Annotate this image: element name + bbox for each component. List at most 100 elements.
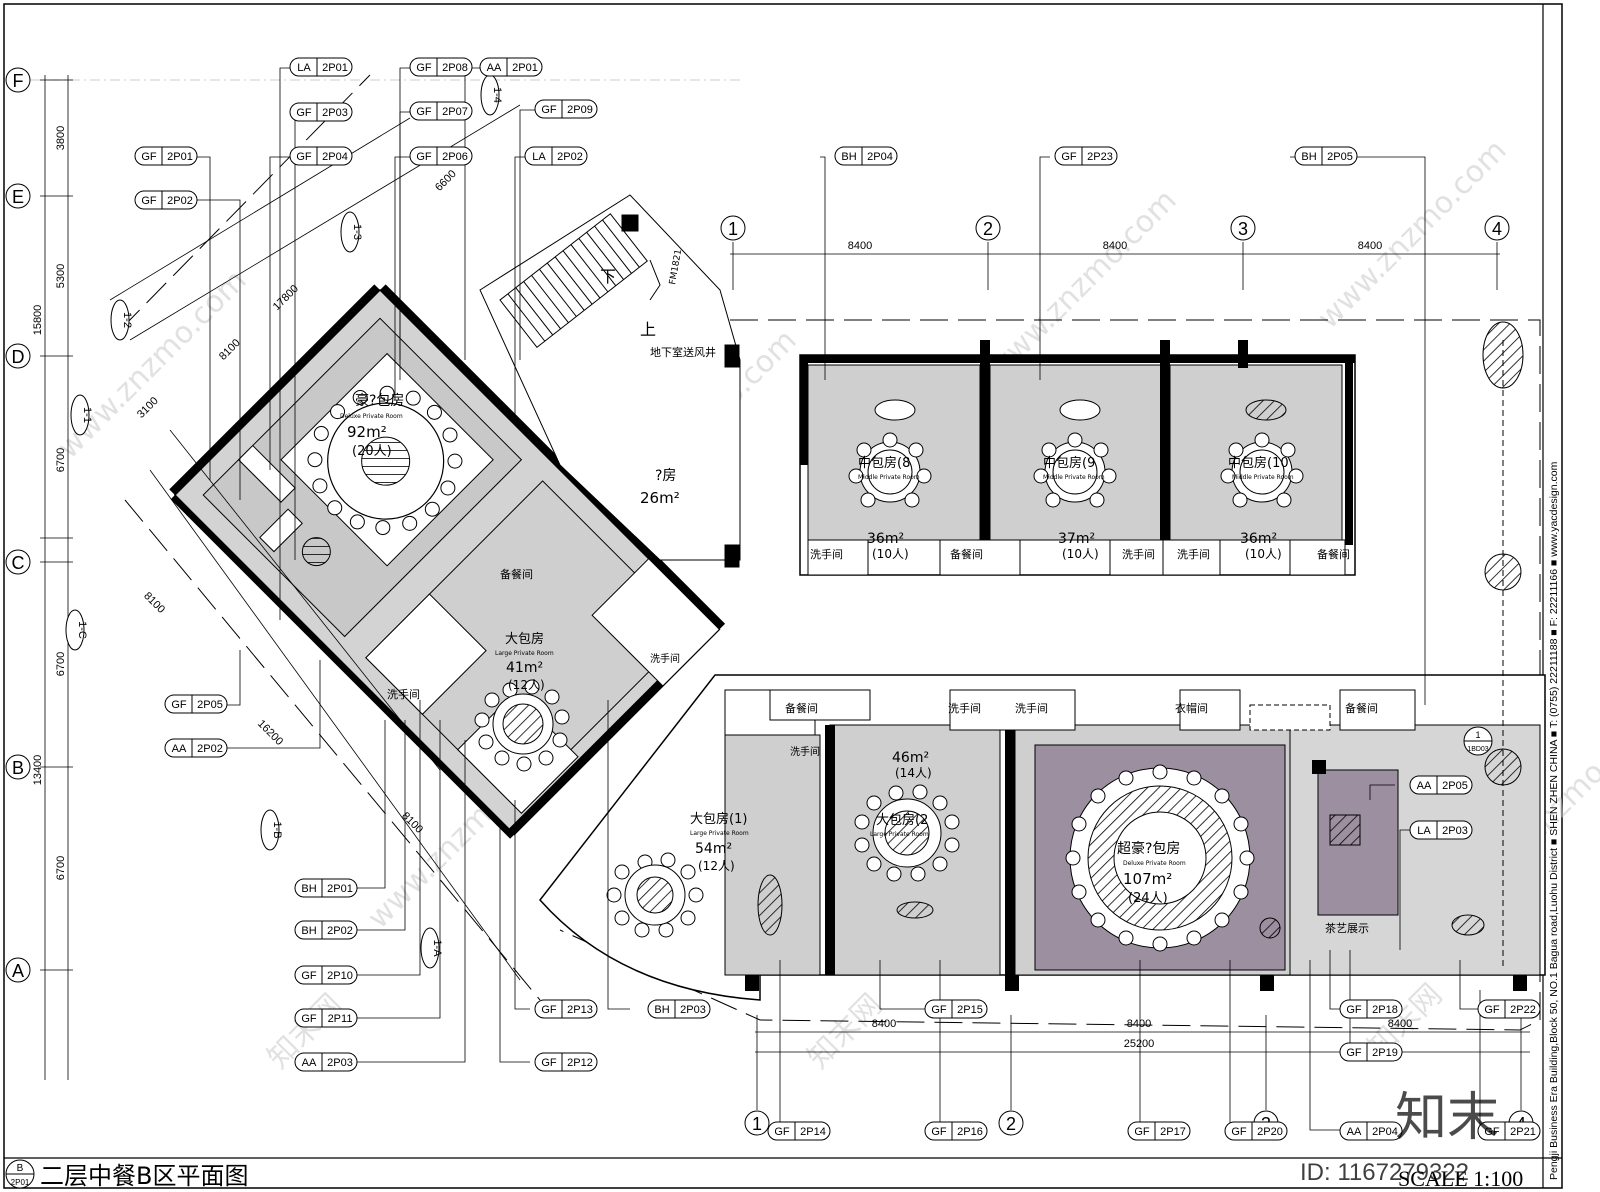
- room-en: Deluxe Private Room: [1123, 860, 1186, 867]
- svg-text:AA: AA: [487, 62, 502, 74]
- svg-text:2P13: 2P13: [567, 1004, 593, 1016]
- svg-text:GF: GF: [301, 970, 317, 982]
- room-cap: (12人): [508, 678, 545, 692]
- washroom-label: 洗手间: [1177, 547, 1210, 561]
- svg-text:LA: LA: [1417, 825, 1431, 837]
- drawing-border: [3, 3, 1563, 1189]
- washroom-label: 洗手间: [948, 701, 981, 715]
- pantry-label: 备餐间: [500, 567, 533, 581]
- washroom-label: 洗手间: [387, 687, 420, 701]
- grid-dim: 8400: [1388, 1018, 1412, 1030]
- svg-text:2P01: 2P01: [512, 62, 538, 74]
- tea-table: [1329, 814, 1361, 846]
- grid-dim-total: 25200: [1124, 1038, 1155, 1050]
- grid-letter: B: [12, 758, 24, 778]
- svg-text:2P04: 2P04: [322, 151, 348, 163]
- grid-dim: 8400: [848, 240, 872, 252]
- cloakroom-label: 衣帽间: [1175, 701, 1208, 715]
- svg-text:2P14: 2P14: [800, 1126, 826, 1138]
- room-cap: (24人): [1128, 891, 1168, 906]
- column: [1312, 760, 1326, 774]
- svg-text:AA: AA: [172, 743, 187, 755]
- svg-text:LA: LA: [297, 62, 311, 74]
- room-en: Middle Private Room: [858, 474, 920, 481]
- round-table: [474, 679, 570, 772]
- svg-text:GF: GF: [1231, 1126, 1247, 1138]
- svg-text:2P16: 2P16: [957, 1126, 983, 1138]
- svg-text:2P03: 2P03: [322, 107, 348, 119]
- grid-dim: 8400: [1103, 240, 1127, 252]
- watermark-logo: 知末: [1395, 1088, 1499, 1148]
- svg-text:GF: GF: [301, 1013, 317, 1025]
- room-en: Large Private Room: [870, 831, 929, 838]
- svg-text:2P02: 2P02: [327, 925, 353, 937]
- room-area: 54m²: [695, 841, 732, 857]
- shaft-label: 地下室送风井: [650, 345, 716, 359]
- room-en: Middle Private Room: [1043, 474, 1105, 481]
- svg-text:2P21: 2P21: [1510, 1126, 1536, 1138]
- svg-text:2P09: 2P09: [567, 104, 593, 116]
- svg-text:GF: GF: [416, 151, 432, 163]
- svg-text:2P20: 2P20: [1257, 1126, 1283, 1138]
- grid-dim: 6700: [55, 448, 67, 472]
- detail-callout: 1 1BD03: [1463, 726, 1493, 756]
- svg-text:GF: GF: [296, 107, 312, 119]
- grid-letter: A: [12, 961, 24, 981]
- grid-number: 1: [728, 219, 738, 239]
- svg-text:2P02: 2P02: [167, 195, 193, 207]
- svg-text:GF: GF: [171, 699, 187, 711]
- svg-text:BH: BH: [301, 925, 316, 937]
- pantry-label: 备餐间: [950, 547, 983, 561]
- drawing-title: 二层中餐B区平面图: [40, 1162, 248, 1190]
- grid-axis-numbers-top: 1 2 3 4 8400 8400 8400: [720, 215, 1510, 290]
- grid-dim: 13400: [32, 755, 44, 786]
- svg-text:2P22: 2P22: [1510, 1004, 1536, 1016]
- room-name: 大包房(2: [876, 812, 928, 828]
- round-table: [606, 852, 704, 938]
- svg-text:2P07: 2P07: [442, 106, 468, 118]
- grid-dim: 6700: [55, 652, 67, 676]
- washroom-label: 洗手间: [790, 745, 820, 758]
- svg-text:AA: AA: [1347, 1126, 1362, 1138]
- svg-text:BH: BH: [1301, 151, 1316, 163]
- diag-dim: 6600: [433, 168, 459, 194]
- tag: GF 2P03: [289, 102, 353, 122]
- grid-dim: 6700: [55, 856, 67, 880]
- svg-text:2P02: 2P02: [197, 743, 223, 755]
- svg-text:GF: GF: [1134, 1126, 1150, 1138]
- svg-text:2P08: 2P08: [442, 62, 468, 74]
- diag-dim: 17800: [271, 283, 301, 313]
- svg-text:2P01: 2P01: [322, 62, 348, 74]
- section-mark-label: 1-3: [351, 224, 363, 240]
- round-table: [1033, 399, 1117, 508]
- grid-number: 1: [752, 1114, 762, 1134]
- svg-text:AA: AA: [1417, 780, 1432, 792]
- svg-text:2P03: 2P03: [327, 1057, 353, 1069]
- title-bubble: B 2P01: [5, 1159, 35, 1189]
- pantry-label: 备餐间: [1345, 701, 1378, 715]
- rotated-wing: [169, 284, 726, 839]
- lower-room-block: [539, 674, 1546, 1001]
- svg-text:GF: GF: [1346, 1004, 1362, 1016]
- svg-text:BH: BH: [654, 1004, 669, 1016]
- svg-text:2P12: 2P12: [567, 1057, 593, 1069]
- diag-dim: 8100: [141, 590, 167, 616]
- grid-dim: 8400: [1358, 240, 1382, 252]
- stair-up-label: 上: [640, 320, 656, 339]
- grid-dim: 8400: [1127, 1018, 1151, 1030]
- svg-text:2P02: 2P02: [557, 151, 583, 163]
